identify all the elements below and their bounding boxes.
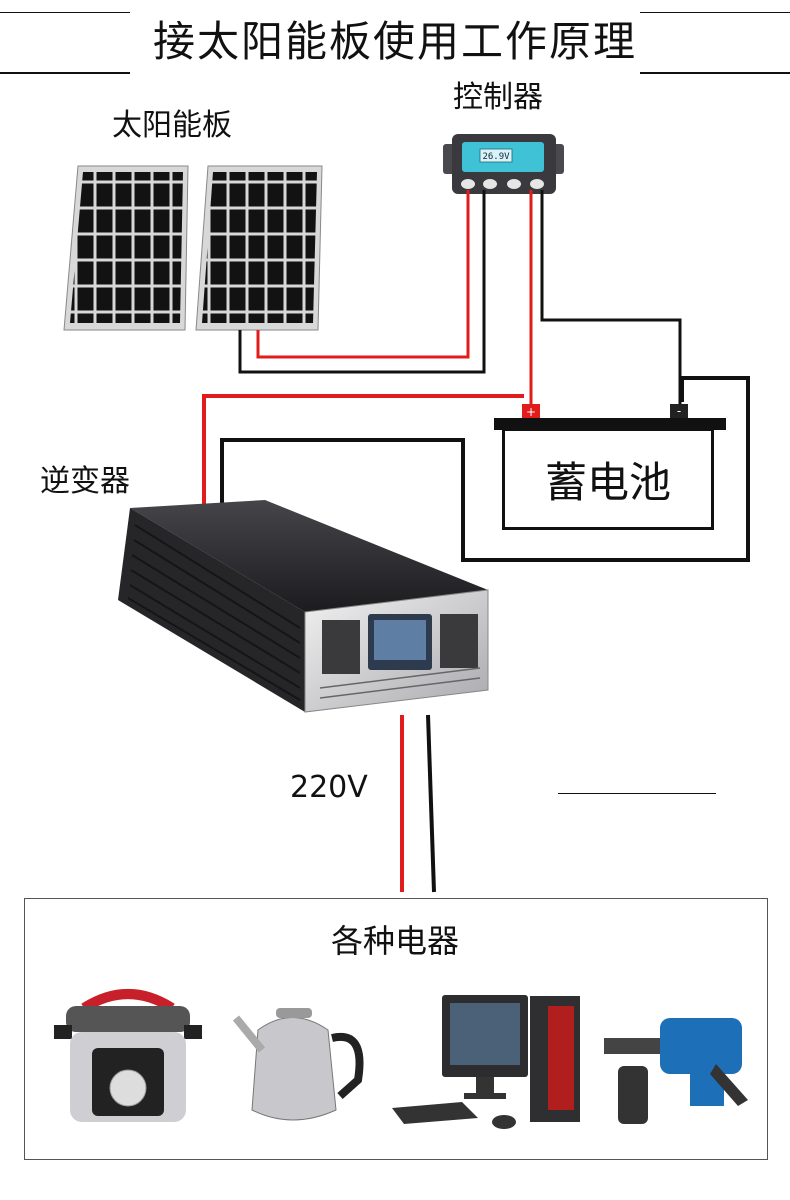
appliances-label: 各种电器	[330, 922, 459, 960]
controller-readout: 26.9V	[482, 152, 510, 162]
controller-terminal-2	[483, 179, 497, 189]
computer-icon	[392, 995, 580, 1129]
battery-lid	[494, 418, 726, 430]
battery-label: 蓄电池	[544, 457, 671, 507]
inverter	[118, 500, 489, 713]
battery-negative-sign: -	[677, 404, 681, 418]
inverter-positive-wire	[202, 394, 524, 505]
panel-wires	[238, 190, 486, 374]
controller-terminal-1	[461, 179, 475, 189]
title-rule-right	[640, 72, 790, 74]
solar-panel-right	[195, 165, 323, 331]
panel-negative-wire	[238, 190, 486, 374]
battery-negative-terminal	[670, 404, 688, 418]
title-rule-top-left	[0, 12, 130, 13]
battery: 蓄电池	[502, 428, 714, 530]
title-rule-top-right	[640, 12, 790, 13]
voltage-label: 220V	[290, 770, 368, 805]
divider-line	[558, 793, 716, 794]
inverter-socket-right	[440, 614, 478, 668]
battery-positive-terminal	[522, 404, 540, 418]
solar-panel-label: 太阳能板	[112, 108, 232, 143]
controller-battery-wires	[529, 190, 682, 410]
inverter-negative-wire	[220, 376, 750, 562]
inverter-socket-left	[322, 620, 360, 674]
controller-terminal-3	[507, 179, 521, 189]
controller-negative-wire	[540, 190, 682, 410]
page-title: 接太阳能板使用工作原理	[152, 17, 637, 66]
battery-positive-sign: +	[526, 405, 536, 419]
appliances-panel	[24, 898, 768, 1160]
panel-positive-wire	[256, 190, 470, 359]
title-rule-left	[0, 72, 130, 74]
output-neutral-wire	[426, 714, 436, 893]
charge-controller: 26.9V	[443, 134, 564, 194]
inverter-label: 逆变器	[40, 464, 130, 499]
solar-panel-left	[63, 165, 189, 331]
controller-terminal-4	[530, 179, 544, 189]
pressure-cooker-icon	[54, 989, 202, 1122]
kettle-icon	[232, 1008, 364, 1121]
battery-inverter-wires	[202, 376, 750, 562]
output-wires	[400, 714, 436, 893]
controller-label: 控制器	[453, 80, 543, 115]
drill-icon	[604, 1018, 748, 1124]
